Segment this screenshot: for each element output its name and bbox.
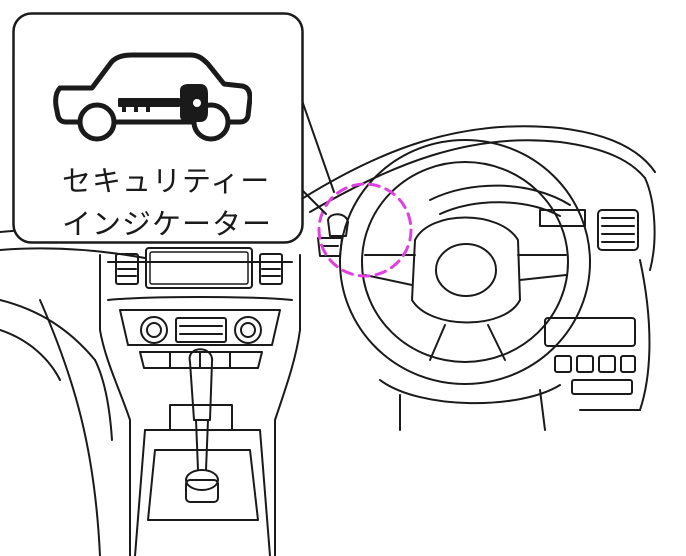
callout-box: セキュリティー インジケーター [12, 12, 304, 244]
switch-panel [544, 317, 636, 395]
right-vent [539, 209, 639, 251]
indicator-label-line-2: インジケーター [62, 207, 273, 241]
highlight-circle [317, 182, 413, 278]
steering-wheel [339, 139, 591, 385]
security-indicator-lamp [317, 213, 349, 257]
right-dashboard-edge [579, 177, 656, 411]
shift-lever [185, 348, 219, 503]
center-vent-left [115, 253, 139, 285]
indicator-label-line-1: セキュリティー [62, 164, 271, 198]
left-door-panel [0, 299, 113, 556]
knee-panel [379, 379, 561, 431]
callout-frame [12, 12, 304, 244]
center-console [134, 404, 271, 556]
instrument-cluster [429, 184, 571, 217]
navigation-screen [145, 247, 253, 289]
car-with-key-icon [53, 52, 252, 142]
climate-control-panel [119, 309, 281, 369]
center-vent-right [259, 253, 283, 285]
